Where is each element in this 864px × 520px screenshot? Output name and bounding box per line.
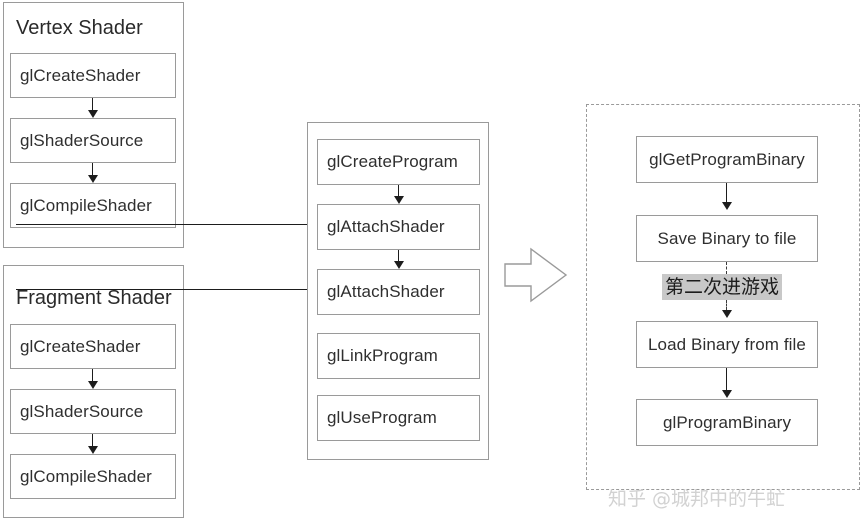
program-step-5-label: glUseProgram: [327, 408, 437, 427]
fragment-arrowhead-1-2: [88, 381, 98, 389]
binary-arrowhead-3-4: [722, 390, 732, 398]
binary-connector-2-3-lower: [726, 300, 727, 310]
program-step-1-label: glCreateProgram: [327, 152, 458, 171]
binary-step-3: Load Binary from file: [636, 321, 818, 368]
fragment-step-3: glCompileShader: [10, 454, 176, 499]
vertex-step-2: glShaderSource: [10, 118, 176, 163]
binary-connector-1-2: [726, 183, 727, 202]
program-step-1: glCreateProgram: [317, 139, 480, 185]
fragment-step-2-label: glShaderSource: [20, 401, 144, 421]
binary-step-3-label: Load Binary from file: [647, 334, 806, 354]
vertex-connector-1-2: [92, 98, 93, 110]
binary-step-4: glProgramBinary: [636, 399, 818, 446]
vertex-step-3-label: glCompileShader: [20, 195, 152, 215]
vertex-shader-title: Vertex Shader: [16, 17, 143, 39]
program-step-2: glAttachShader: [317, 204, 480, 250]
vertex-connector-2-3: [92, 163, 93, 175]
fragment-step-1: glCreateShader: [10, 324, 176, 369]
binary-step-1: glGetProgramBinary: [636, 136, 818, 183]
program-connector-1-2: [398, 185, 399, 196]
fragment-step-3-label: glCompileShader: [20, 466, 152, 486]
vertex-to-program-line: [16, 224, 313, 225]
vertex-step-1: glCreateShader: [10, 53, 176, 98]
program-step-4-label: glLinkProgram: [327, 346, 438, 365]
vertex-step-1-label: glCreateShader: [20, 65, 141, 85]
binary-arrowhead-1-2: [722, 202, 732, 210]
fragment-step-2: glShaderSource: [10, 389, 176, 434]
fragment-arrowhead-2-3: [88, 446, 98, 454]
program-connector-2-3: [398, 250, 399, 261]
vertex-arrowhead-2-3: [88, 175, 98, 183]
binary-connector-2-3-upper: [726, 262, 727, 274]
program-arrowhead-1-2: [394, 196, 404, 204]
fragment-connector-1-2: [92, 369, 93, 381]
program-step-3-label: glAttachShader: [327, 282, 445, 301]
fragment-to-program-line: [16, 289, 313, 290]
fragment-step-1-label: glCreateShader: [20, 336, 141, 356]
binary-connector-3-4: [726, 368, 727, 390]
program-step-5: glUseProgram: [317, 395, 480, 441]
vertex-step-3: glCompileShader: [10, 183, 176, 228]
block-arrow-right-icon: [503, 246, 569, 304]
binary-step-4-label: glProgramBinary: [662, 412, 792, 432]
watermark: 知乎 @城邦中的牛虻: [608, 488, 786, 510]
binary-step-2: Save Binary to file: [636, 215, 818, 262]
program-step-3: glAttachShader: [317, 269, 480, 315]
vertex-arrowhead-1-2: [88, 110, 98, 118]
program-step-2-label: glAttachShader: [327, 217, 445, 236]
fragment-shader-title: Fragment Shader: [16, 287, 172, 309]
program-arrowhead-2-3: [394, 261, 404, 269]
binary-arrowhead-2-3: [722, 310, 732, 318]
program-step-4: glLinkProgram: [317, 333, 480, 379]
second-launch-highlight-label: 第二次进游戏: [662, 274, 783, 300]
vertex-step-2-label: glShaderSource: [20, 130, 144, 150]
binary-step-1-label: glGetProgramBinary: [649, 149, 805, 169]
binary-step-2-label: Save Binary to file: [657, 228, 797, 248]
fragment-connector-2-3: [92, 434, 93, 446]
